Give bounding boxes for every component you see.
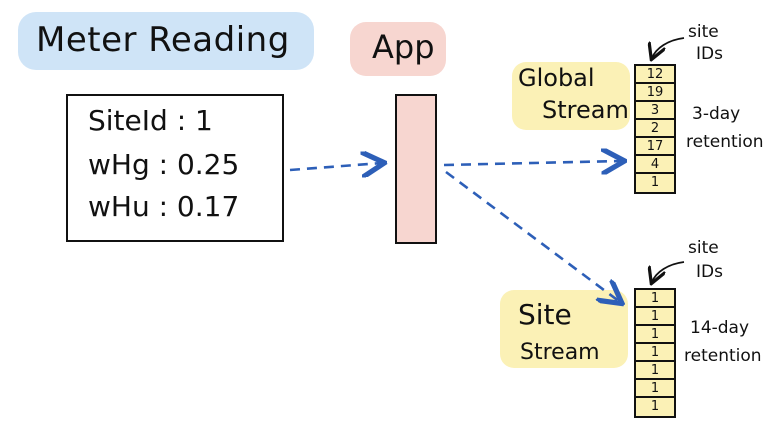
global-retention-line2: retention (686, 132, 764, 152)
meter-line-whg: wHg : 0.25 (88, 148, 240, 181)
global-stream-label-line1: Global (518, 64, 595, 92)
site-stream-cell: 1 (650, 399, 660, 414)
site-stream-cell: 1 (636, 326, 674, 344)
global-site-ids-label-line2: IDs (696, 44, 723, 64)
global-stream-highlight (512, 62, 630, 130)
arrow-app-to-global-stream (443, 161, 622, 165)
site-site-ids-label-line1: site (688, 238, 719, 258)
meter-reading-title: Meter Reading (36, 20, 290, 60)
title-highlight (18, 12, 314, 70)
site-retention-line2: retention (684, 346, 762, 366)
app-highlight (350, 22, 446, 76)
pointer-site-site-ids (652, 261, 685, 282)
global-stream-cell: 19 (636, 84, 674, 102)
global-stream-label-line2: Stream (542, 96, 629, 124)
global-retention-line1: 3-day (692, 104, 741, 124)
site-stream-label-line1: Site (518, 298, 572, 331)
site-stream-cell: 1 (636, 362, 674, 380)
site-site-ids-label-line2: IDs (696, 262, 723, 282)
site-stream-cell: 1 (636, 380, 674, 398)
global-stream-cell: 4 (636, 156, 674, 174)
global-stream-cell: 1 (650, 175, 660, 190)
global-stream-cell: 17 (636, 138, 674, 156)
site-stream-label-line2: Stream (520, 340, 600, 365)
site-stream-cell: 1 (636, 344, 674, 362)
site-stream-cell: 1 (636, 290, 674, 308)
site-stream-cell: 1 (636, 308, 674, 326)
meter-line-whu: wHu : 0.17 (88, 190, 240, 223)
pointer-global-site-ids (652, 37, 685, 58)
app-box (395, 94, 437, 244)
app-label: App (372, 28, 435, 66)
site-stream: 1 1 1 1 1 1 1 (634, 288, 676, 418)
global-stream-cell: 12 (636, 66, 674, 84)
meter-reading-box: SiteId : 1 wHg : 0.25 wHu : 0.17 (66, 94, 284, 242)
global-stream: 12 19 3 2 17 4 1 (634, 64, 676, 194)
global-site-ids-label-line1: site (688, 22, 719, 42)
arrow-app-to-site-stream (445, 170, 620, 302)
meter-line-siteid: SiteId : 1 (88, 104, 213, 137)
global-stream-cell: 3 (636, 102, 674, 120)
global-stream-cell: 2 (636, 120, 674, 138)
site-retention-line1: 14-day (690, 318, 750, 338)
arrow-meter-to-app (289, 163, 382, 170)
